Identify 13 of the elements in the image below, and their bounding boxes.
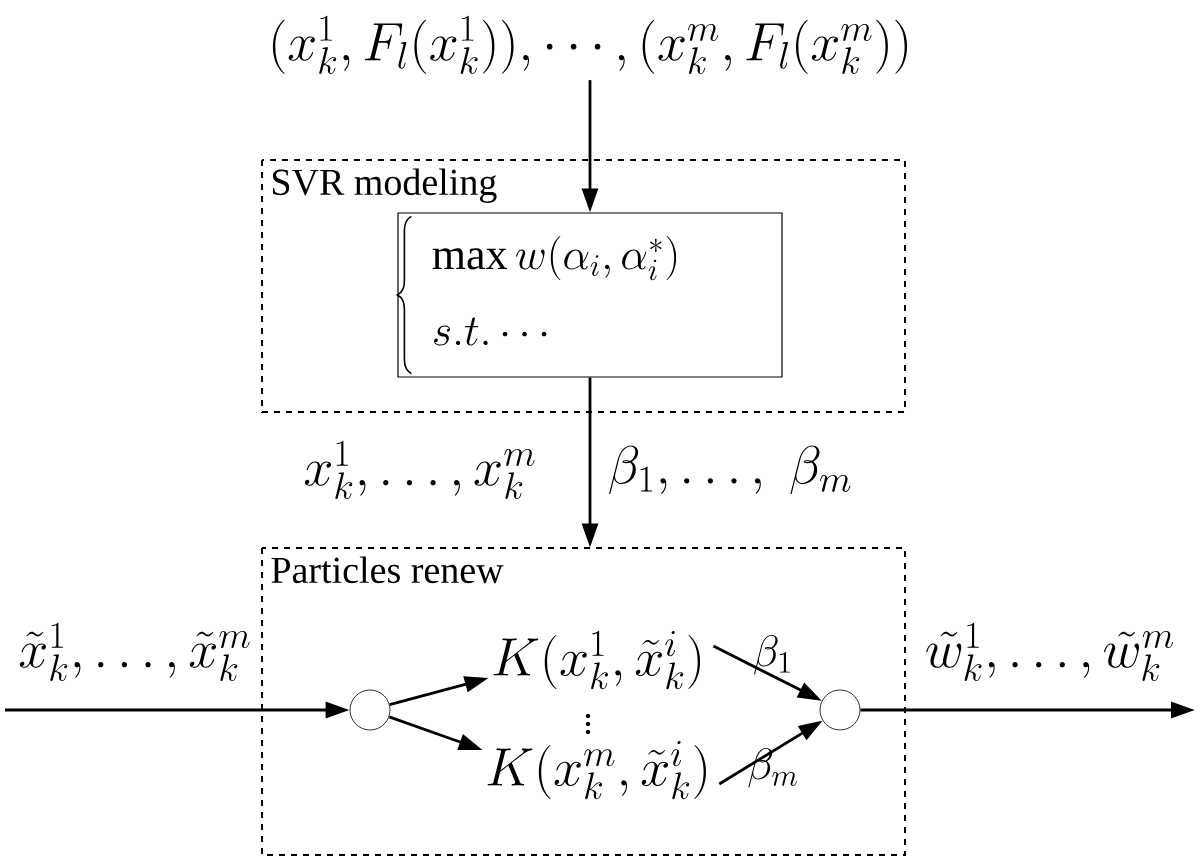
edge-label: $\beta_m$ <box>748 747 797 788</box>
circle-symbol <box>819 689 861 731</box>
edge-label: $\tilde{w}_k^1,\ldots,\tilde{w}_k^m$ <box>926 622 1174 682</box>
dots: $\vdots$ <box>585 713 591 735</box>
edge-label: $\beta_1$ <box>754 634 790 675</box>
formula: $(x_k^1,F_l(x_k^1)),\cdots,(x_k^m,F_l(x_k^m))$ <box>272 15 907 74</box>
edge-label: $x_k^1,\ldots,x_k^m$ <box>304 440 535 500</box>
kernel-formula: $K(x_k^1,\tilde{x}_k^i)$ <box>493 630 701 690</box>
formula-box: $\max w(\alpha_i,\alpha_i^{*})$ $s.t.\cdots$ <box>396 212 783 378</box>
circle-symbol <box>349 689 391 731</box>
kernel-formula: $K(x_k^m,\tilde{x}_k^i)$ <box>487 741 706 800</box>
edge-label: $\tilde{x}_k^1,\ldots,\tilde{x}_k^m$ <box>19 622 250 682</box>
label: $\beta_1,\ldots,\;\beta_m$ <box>609 445 851 494</box>
